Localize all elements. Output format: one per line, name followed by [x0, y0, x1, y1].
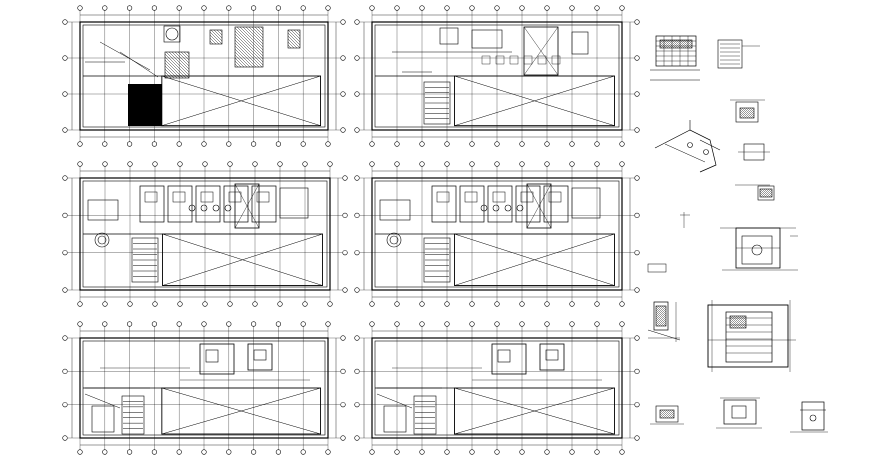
detail-cross-section-large — [707, 300, 796, 372]
detail-bottom-box-b — [716, 397, 762, 429]
detail-bottom-box-a — [650, 405, 684, 425]
floor-plan-6 — [354, 321, 640, 455]
detail-small-box-a — [730, 99, 770, 161]
detail-drawings-group — [647, 35, 828, 433]
detail-section-tank — [720, 227, 798, 271]
detail-legend — [717, 39, 760, 69]
detail-isometric-piping — [654, 120, 721, 173]
floor-plan-1 — [62, 5, 346, 147]
floor-plan-5 — [62, 321, 346, 455]
floor-plan-4 — [354, 161, 640, 307]
detail-wall-section — [647, 301, 681, 342]
detail-table — [650, 35, 700, 81]
detail-bottom-box-c — [790, 401, 828, 433]
floor-plan-3 — [62, 161, 348, 307]
detail-small-box-b — [647, 184, 775, 273]
floor-plan-2 — [354, 5, 640, 147]
floor-plans-group — [62, 5, 640, 455]
